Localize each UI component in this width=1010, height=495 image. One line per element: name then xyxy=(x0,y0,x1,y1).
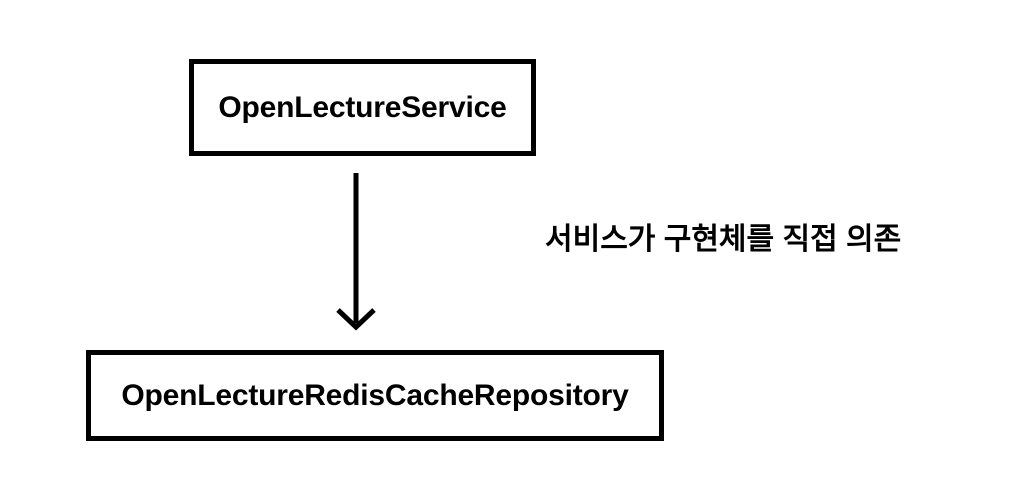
node-open-lecture-redis-cache-repository-label: OpenLectureRedisCacheRepository xyxy=(121,378,629,412)
arrow-head xyxy=(336,308,376,331)
node-open-lecture-service-label: OpenLectureService xyxy=(218,90,507,124)
node-open-lecture-service[interactable]: OpenLectureService xyxy=(189,59,536,156)
dependency-arrow-icon xyxy=(336,173,376,331)
node-open-lecture-redis-cache-repository[interactable]: OpenLectureRedisCacheRepository xyxy=(86,350,664,441)
edge-annotation-label: 서비스가 구현체를 직접 의존 xyxy=(545,223,902,256)
